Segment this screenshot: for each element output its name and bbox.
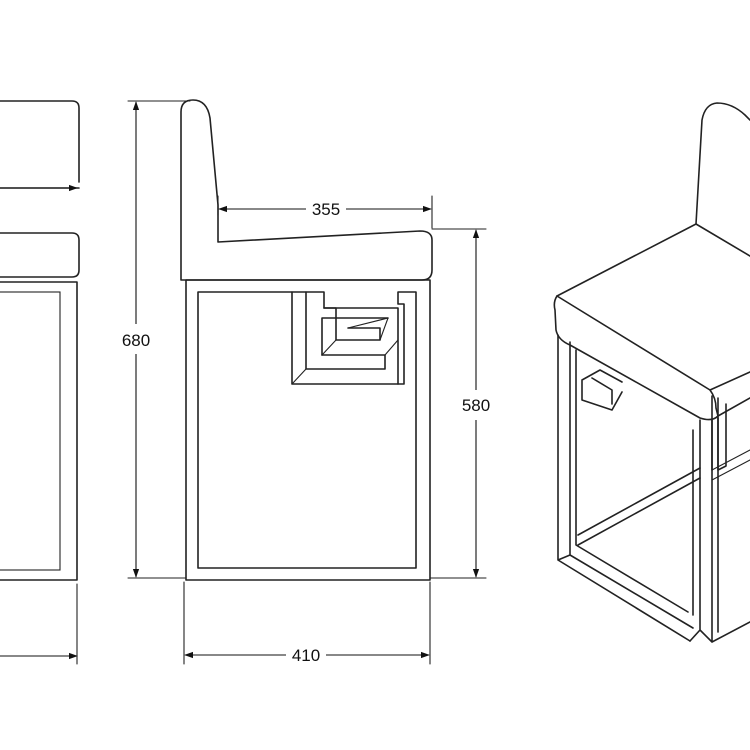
iso-backrest <box>695 102 750 225</box>
dim-580-label: 580 <box>462 396 490 415</box>
iso-inner-leg-front <box>692 417 719 633</box>
isometric-view <box>553 102 750 643</box>
iso-cross-bar <box>577 467 701 546</box>
front-frame-inner <box>0 291 61 571</box>
side-frame-outer <box>185 279 431 581</box>
front-backrest <box>0 100 80 183</box>
dim-410-label: 410 <box>292 646 320 665</box>
front-seat-cushion <box>0 232 80 278</box>
iso-leg-left <box>557 334 694 642</box>
iso-greek-key <box>581 369 623 411</box>
side-greek-key-motif <box>291 291 405 385</box>
iso-seat-top <box>556 223 750 391</box>
dim-680-label: 680 <box>122 331 150 350</box>
iso-seat-edge <box>709 389 719 417</box>
side-frame-inner <box>197 291 417 569</box>
dim-355-label: 355 <box>312 200 340 219</box>
iso-inner-leg-left <box>575 349 689 613</box>
iso-right-panel <box>711 395 727 471</box>
front-frame-outer <box>0 281 78 581</box>
front-view <box>0 100 80 665</box>
side-view: 355 680 580 410 <box>122 99 490 665</box>
side-backrest-profile <box>180 99 433 281</box>
iso-leg-front <box>689 419 750 643</box>
